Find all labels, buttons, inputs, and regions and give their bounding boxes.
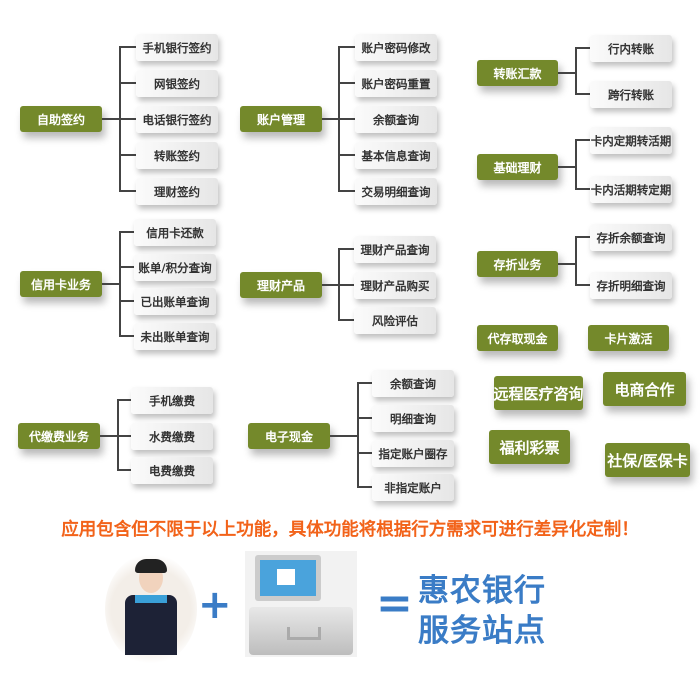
feature-item[interactable]: 理财产品查询 bbox=[354, 236, 436, 263]
feature-item[interactable]: 电费缴费 bbox=[131, 457, 213, 484]
connector-line bbox=[119, 82, 136, 84]
feature-item[interactable]: 卡内定期转活期 bbox=[590, 127, 672, 154]
connector-line bbox=[338, 319, 354, 321]
standalone-feature[interactable]: 卡片激活 bbox=[588, 325, 669, 351]
feature-item[interactable]: 已出账单查询 bbox=[134, 288, 216, 315]
feature-item[interactable]: 交易明细查询 bbox=[355, 178, 437, 205]
standalone-feature[interactable]: 电商合作 bbox=[603, 372, 686, 406]
feature-item[interactable]: 余额查询 bbox=[355, 106, 437, 133]
feature-item[interactable]: 信用卡还款 bbox=[134, 219, 216, 246]
connector-line bbox=[119, 231, 121, 337]
connector-line bbox=[575, 188, 590, 190]
connector-line bbox=[119, 118, 136, 120]
connector-line bbox=[119, 266, 134, 268]
connector-line bbox=[558, 263, 575, 265]
connector-line bbox=[575, 139, 577, 190]
category-node[interactable]: 转账汇款 bbox=[477, 60, 558, 86]
service-terminal-image bbox=[245, 551, 357, 657]
connector-line bbox=[357, 486, 372, 488]
standalone-feature[interactable]: 福利彩票 bbox=[489, 430, 570, 464]
feature-item[interactable]: 指定账户圈存 bbox=[372, 440, 454, 467]
feature-item[interactable]: 账户密码修改 bbox=[355, 34, 437, 61]
connector-line bbox=[575, 93, 590, 95]
connector-line bbox=[119, 300, 134, 302]
feature-item[interactable]: 电话银行签约 bbox=[136, 106, 218, 133]
connector-line bbox=[357, 452, 372, 454]
connector-line bbox=[100, 435, 117, 437]
connector-line bbox=[575, 47, 577, 95]
connector-line bbox=[338, 154, 355, 156]
feature-item[interactable]: 存折明细查询 bbox=[590, 272, 672, 299]
connector-line bbox=[338, 82, 355, 84]
connector-line bbox=[575, 236, 577, 286]
feature-item[interactable]: 网银签约 bbox=[136, 70, 218, 97]
connector-line bbox=[117, 435, 131, 437]
connector-line bbox=[338, 248, 354, 250]
feature-item[interactable]: 风险评估 bbox=[354, 307, 436, 334]
connector-line bbox=[119, 154, 136, 156]
customization-note: 应用包含但不限于以上功能，具体功能将根据行方需求可进行差异化定制！ bbox=[61, 520, 639, 540]
connector-line bbox=[338, 284, 354, 286]
connector-line bbox=[102, 283, 119, 285]
connector-line bbox=[119, 46, 136, 48]
category-node[interactable]: 理财产品 bbox=[240, 272, 322, 298]
category-node[interactable]: 自助签约 bbox=[20, 106, 102, 132]
connector-line bbox=[119, 231, 134, 233]
connector-line bbox=[575, 284, 590, 286]
connector-line bbox=[119, 190, 136, 192]
connector-line bbox=[102, 118, 119, 120]
feature-item[interactable]: 理财产品购买 bbox=[354, 272, 436, 299]
connector-line bbox=[575, 139, 590, 141]
standalone-feature[interactable]: 社保/医保卡 bbox=[605, 443, 690, 477]
equals-sign: = bbox=[376, 578, 413, 629]
plus-sign: + bbox=[198, 582, 232, 628]
category-node[interactable]: 基础理财 bbox=[477, 154, 558, 180]
standalone-feature[interactable]: 代存取现金 bbox=[477, 325, 558, 351]
feature-item[interactable]: 存折余额查询 bbox=[590, 224, 672, 251]
feature-item[interactable]: 余额查询 bbox=[372, 370, 454, 397]
category-node[interactable]: 电子现金 bbox=[248, 423, 330, 449]
connector-line bbox=[575, 236, 590, 238]
staff-photo bbox=[105, 553, 197, 665]
connector-line bbox=[322, 118, 338, 120]
connector-line bbox=[338, 46, 355, 48]
feature-item[interactable]: 水费缴费 bbox=[131, 423, 213, 450]
connector-line bbox=[338, 190, 355, 192]
feature-item[interactable]: 明细查询 bbox=[372, 405, 454, 432]
feature-item[interactable]: 未出账单查询 bbox=[134, 323, 216, 350]
feature-item[interactable]: 手机银行签约 bbox=[136, 34, 218, 61]
connector-line bbox=[117, 399, 131, 401]
category-node[interactable]: 信用卡业务 bbox=[20, 271, 102, 297]
feature-item[interactable]: 手机缴费 bbox=[131, 387, 213, 414]
slogan-line-2: 服务站点 bbox=[418, 613, 546, 649]
feature-item[interactable]: 账单/积分查询 bbox=[134, 254, 216, 281]
standalone-feature[interactable]: 远程医疗咨询 bbox=[494, 376, 584, 410]
connector-line bbox=[338, 118, 355, 120]
feature-item[interactable]: 非指定账户 bbox=[372, 474, 454, 501]
feature-item[interactable]: 基本信息查询 bbox=[355, 142, 437, 169]
feature-item[interactable]: 卡内活期转定期 bbox=[590, 176, 672, 203]
connector-line bbox=[117, 469, 131, 471]
feature-item[interactable]: 跨行转账 bbox=[590, 81, 672, 108]
connector-line bbox=[322, 284, 338, 286]
category-node[interactable]: 存折业务 bbox=[477, 251, 558, 277]
connector-line bbox=[119, 335, 134, 337]
connector-line bbox=[558, 72, 575, 74]
connector-line bbox=[357, 382, 359, 488]
slogan-line-1: 惠农银行 bbox=[418, 573, 546, 609]
connector-line bbox=[575, 47, 590, 49]
connector-line bbox=[558, 166, 575, 168]
connector-line bbox=[357, 382, 372, 384]
connector-line bbox=[357, 417, 372, 419]
feature-item[interactable]: 转账签约 bbox=[136, 142, 218, 169]
feature-item[interactable]: 账户密码重置 bbox=[355, 70, 437, 97]
feature-item[interactable]: 理财签约 bbox=[136, 178, 218, 205]
feature-item[interactable]: 行内转账 bbox=[590, 35, 672, 62]
category-node[interactable]: 账户管理 bbox=[240, 106, 322, 132]
connector-line bbox=[330, 435, 357, 437]
category-node[interactable]: 代缴费业务 bbox=[18, 423, 100, 449]
